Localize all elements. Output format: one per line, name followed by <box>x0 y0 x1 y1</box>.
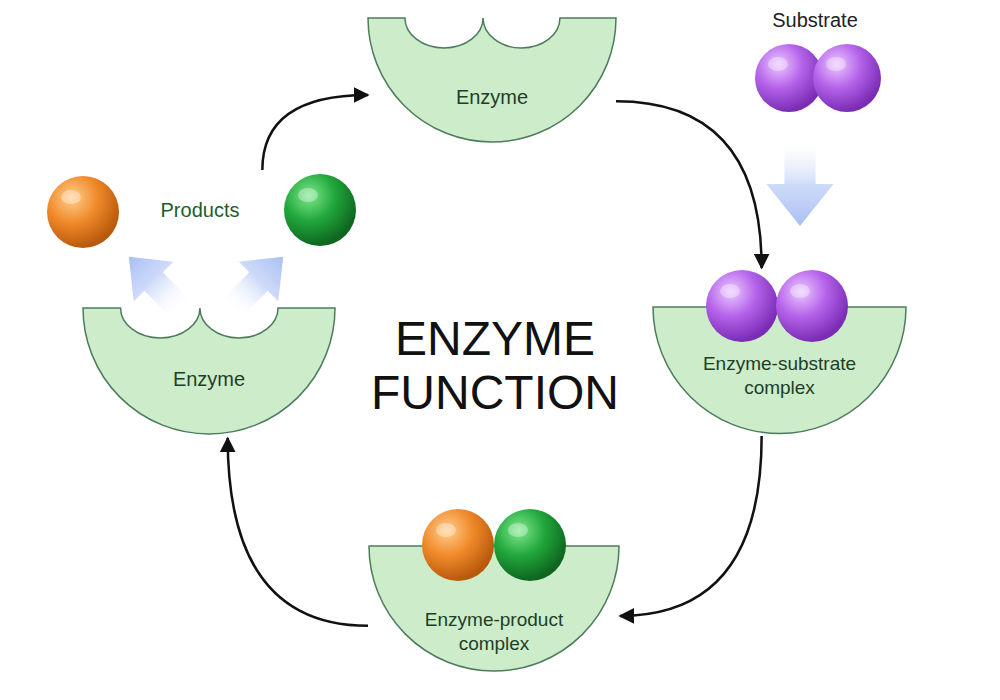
enzyme-outline <box>368 15 616 142</box>
ball-highlight <box>790 284 810 298</box>
enzyme-body <box>368 18 616 142</box>
diagram-title: ENZYME FUNCTION <box>345 312 645 420</box>
node-label: Enzyme <box>368 85 616 110</box>
enzyme-body <box>83 308 335 434</box>
cycle-arrow <box>228 438 368 626</box>
product-ball <box>47 176 119 248</box>
release-arrow <box>109 237 202 330</box>
ball-highlight <box>508 523 528 537</box>
enzyme-body <box>653 307 906 434</box>
cycle-arrow <box>620 436 762 616</box>
enzyme-body <box>369 546 619 671</box>
product-ball <box>284 174 356 246</box>
free-label: Substrate <box>755 8 875 32</box>
node-label: Enzyme <box>83 367 335 392</box>
node-label: Enzyme-substrate complex <box>682 352 877 400</box>
node-label: Enzyme-product complex <box>399 608 589 656</box>
ball-highlight <box>436 523 456 537</box>
free-label: Products <box>140 198 260 222</box>
enzyme-outline <box>652 268 907 436</box>
substrate-ball <box>755 44 823 112</box>
ball-highlight <box>720 284 740 298</box>
substrate-ball <box>813 44 881 112</box>
binding-arrow <box>766 136 833 226</box>
enzyme-shape: Enzyme <box>368 15 616 142</box>
cycle-arrow <box>616 101 762 268</box>
enzyme-shape: Enzyme-product complex <box>368 508 620 674</box>
cycle-arrow <box>262 95 368 170</box>
ball-highlight <box>61 190 81 204</box>
enzyme-shape: Enzyme-substrate complex <box>652 268 907 436</box>
ball-highlight <box>826 57 846 71</box>
ball-highlight <box>768 57 788 71</box>
ball-highlight <box>298 188 318 202</box>
